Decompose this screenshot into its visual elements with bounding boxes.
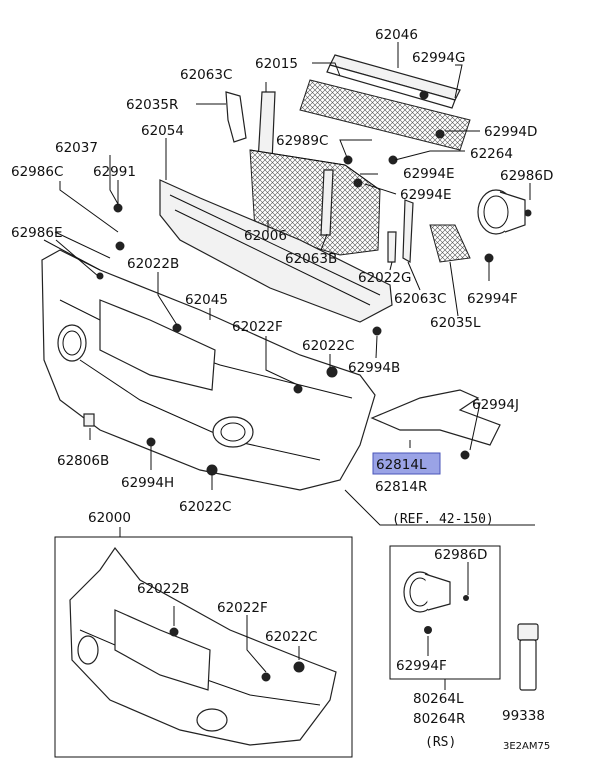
label-62000[interactable]: 62000	[88, 510, 131, 526]
label-62022C[interactable]: 62022C	[302, 338, 354, 354]
label-80264L[interactable]: 80264L	[413, 691, 464, 707]
label-62994J[interactable]: 62994J	[472, 397, 519, 413]
label-62994D[interactable]: 62994D	[484, 124, 537, 140]
label-80264R[interactable]: 80264R	[413, 711, 465, 727]
clip-62806B	[83, 413, 95, 427]
label-99338[interactable]: 99338	[502, 708, 545, 724]
label-62994B[interactable]: 62994B	[348, 360, 400, 376]
label-62022B[interactable]: 62022B	[127, 256, 179, 272]
ref-label[interactable]: (REF. 42-150)	[392, 512, 494, 527]
label-62063B[interactable]: 62063B	[285, 251, 337, 267]
label-62015[interactable]: 62015	[255, 56, 298, 72]
label-62986C[interactable]: 62986C	[11, 164, 63, 180]
molding-62022G	[387, 231, 397, 263]
inset-label-62986D[interactable]: 62986D	[434, 547, 487, 563]
part-labels: 62046 62994G 62015 62063C 62035R 62054 6…	[11, 27, 553, 752]
inset-label-62022C[interactable]: 62022C	[265, 629, 317, 645]
inset-fog-lamp-rs	[389, 545, 501, 690]
touch-up-bottle-99338	[517, 623, 539, 691]
leader-lines	[55, 42, 535, 526]
highlight-62814L	[372, 452, 441, 475]
inset-bumper-assembly	[54, 527, 353, 758]
label-62814L[interactable]: 62814L	[376, 457, 427, 473]
label-62989C[interactable]: 62989C	[276, 133, 328, 149]
label-62814R[interactable]: 62814R	[375, 479, 427, 495]
label-62063C-2[interactable]: 62063C	[394, 291, 446, 307]
bracket-62035L	[429, 224, 471, 263]
inset-label-62022F[interactable]: 62022F	[217, 600, 268, 616]
label-62022G[interactable]: 62022G	[358, 270, 411, 286]
bumper-face	[41, 231, 376, 491]
label-62037[interactable]: 62037	[55, 140, 98, 156]
label-62994E-2[interactable]: 62994E	[400, 187, 451, 203]
inset-label-62022B[interactable]: 62022B	[137, 581, 189, 597]
label-62046[interactable]: 62046	[375, 27, 418, 43]
label-rs: (RS)	[425, 735, 456, 750]
reinforcement-62054	[159, 179, 393, 323]
label-62035L[interactable]: 62035L	[430, 315, 481, 331]
label-62022F[interactable]: 62022F	[232, 319, 283, 335]
label-62054[interactable]: 62054	[141, 123, 184, 139]
label-62994H[interactable]: 62994H	[121, 475, 174, 491]
label-62063C[interactable]: 62063C	[180, 67, 232, 83]
bracket-62035R	[225, 91, 247, 143]
fog-lamp-upper	[477, 189, 526, 235]
label-62264[interactable]: 62264	[470, 146, 513, 162]
fasteners	[96, 90, 532, 476]
splash-shield-62814	[370, 389, 501, 446]
label-62991[interactable]: 62991	[93, 164, 136, 180]
label-62035R[interactable]: 62035R	[126, 97, 178, 113]
molding-62063C-right	[402, 199, 414, 264]
diagram-code: 3E2AM75	[503, 741, 550, 752]
label-62006[interactable]: 62006	[244, 228, 287, 244]
inset-label-62994F[interactable]: 62994F	[396, 658, 447, 674]
molding-62063B	[320, 169, 334, 236]
label-62806B[interactable]: 62806B	[57, 453, 109, 469]
label-62045[interactable]: 62045	[185, 292, 228, 308]
label-62994F[interactable]: 62994F	[467, 291, 518, 307]
label-62986D[interactable]: 62986D	[500, 168, 553, 184]
label-62986E[interactable]: 62986E	[11, 225, 62, 241]
label-62022C-2[interactable]: 62022C	[179, 499, 231, 515]
label-62994E-1[interactable]: 62994E	[403, 166, 454, 182]
label-62994G[interactable]: 62994G	[412, 50, 465, 66]
